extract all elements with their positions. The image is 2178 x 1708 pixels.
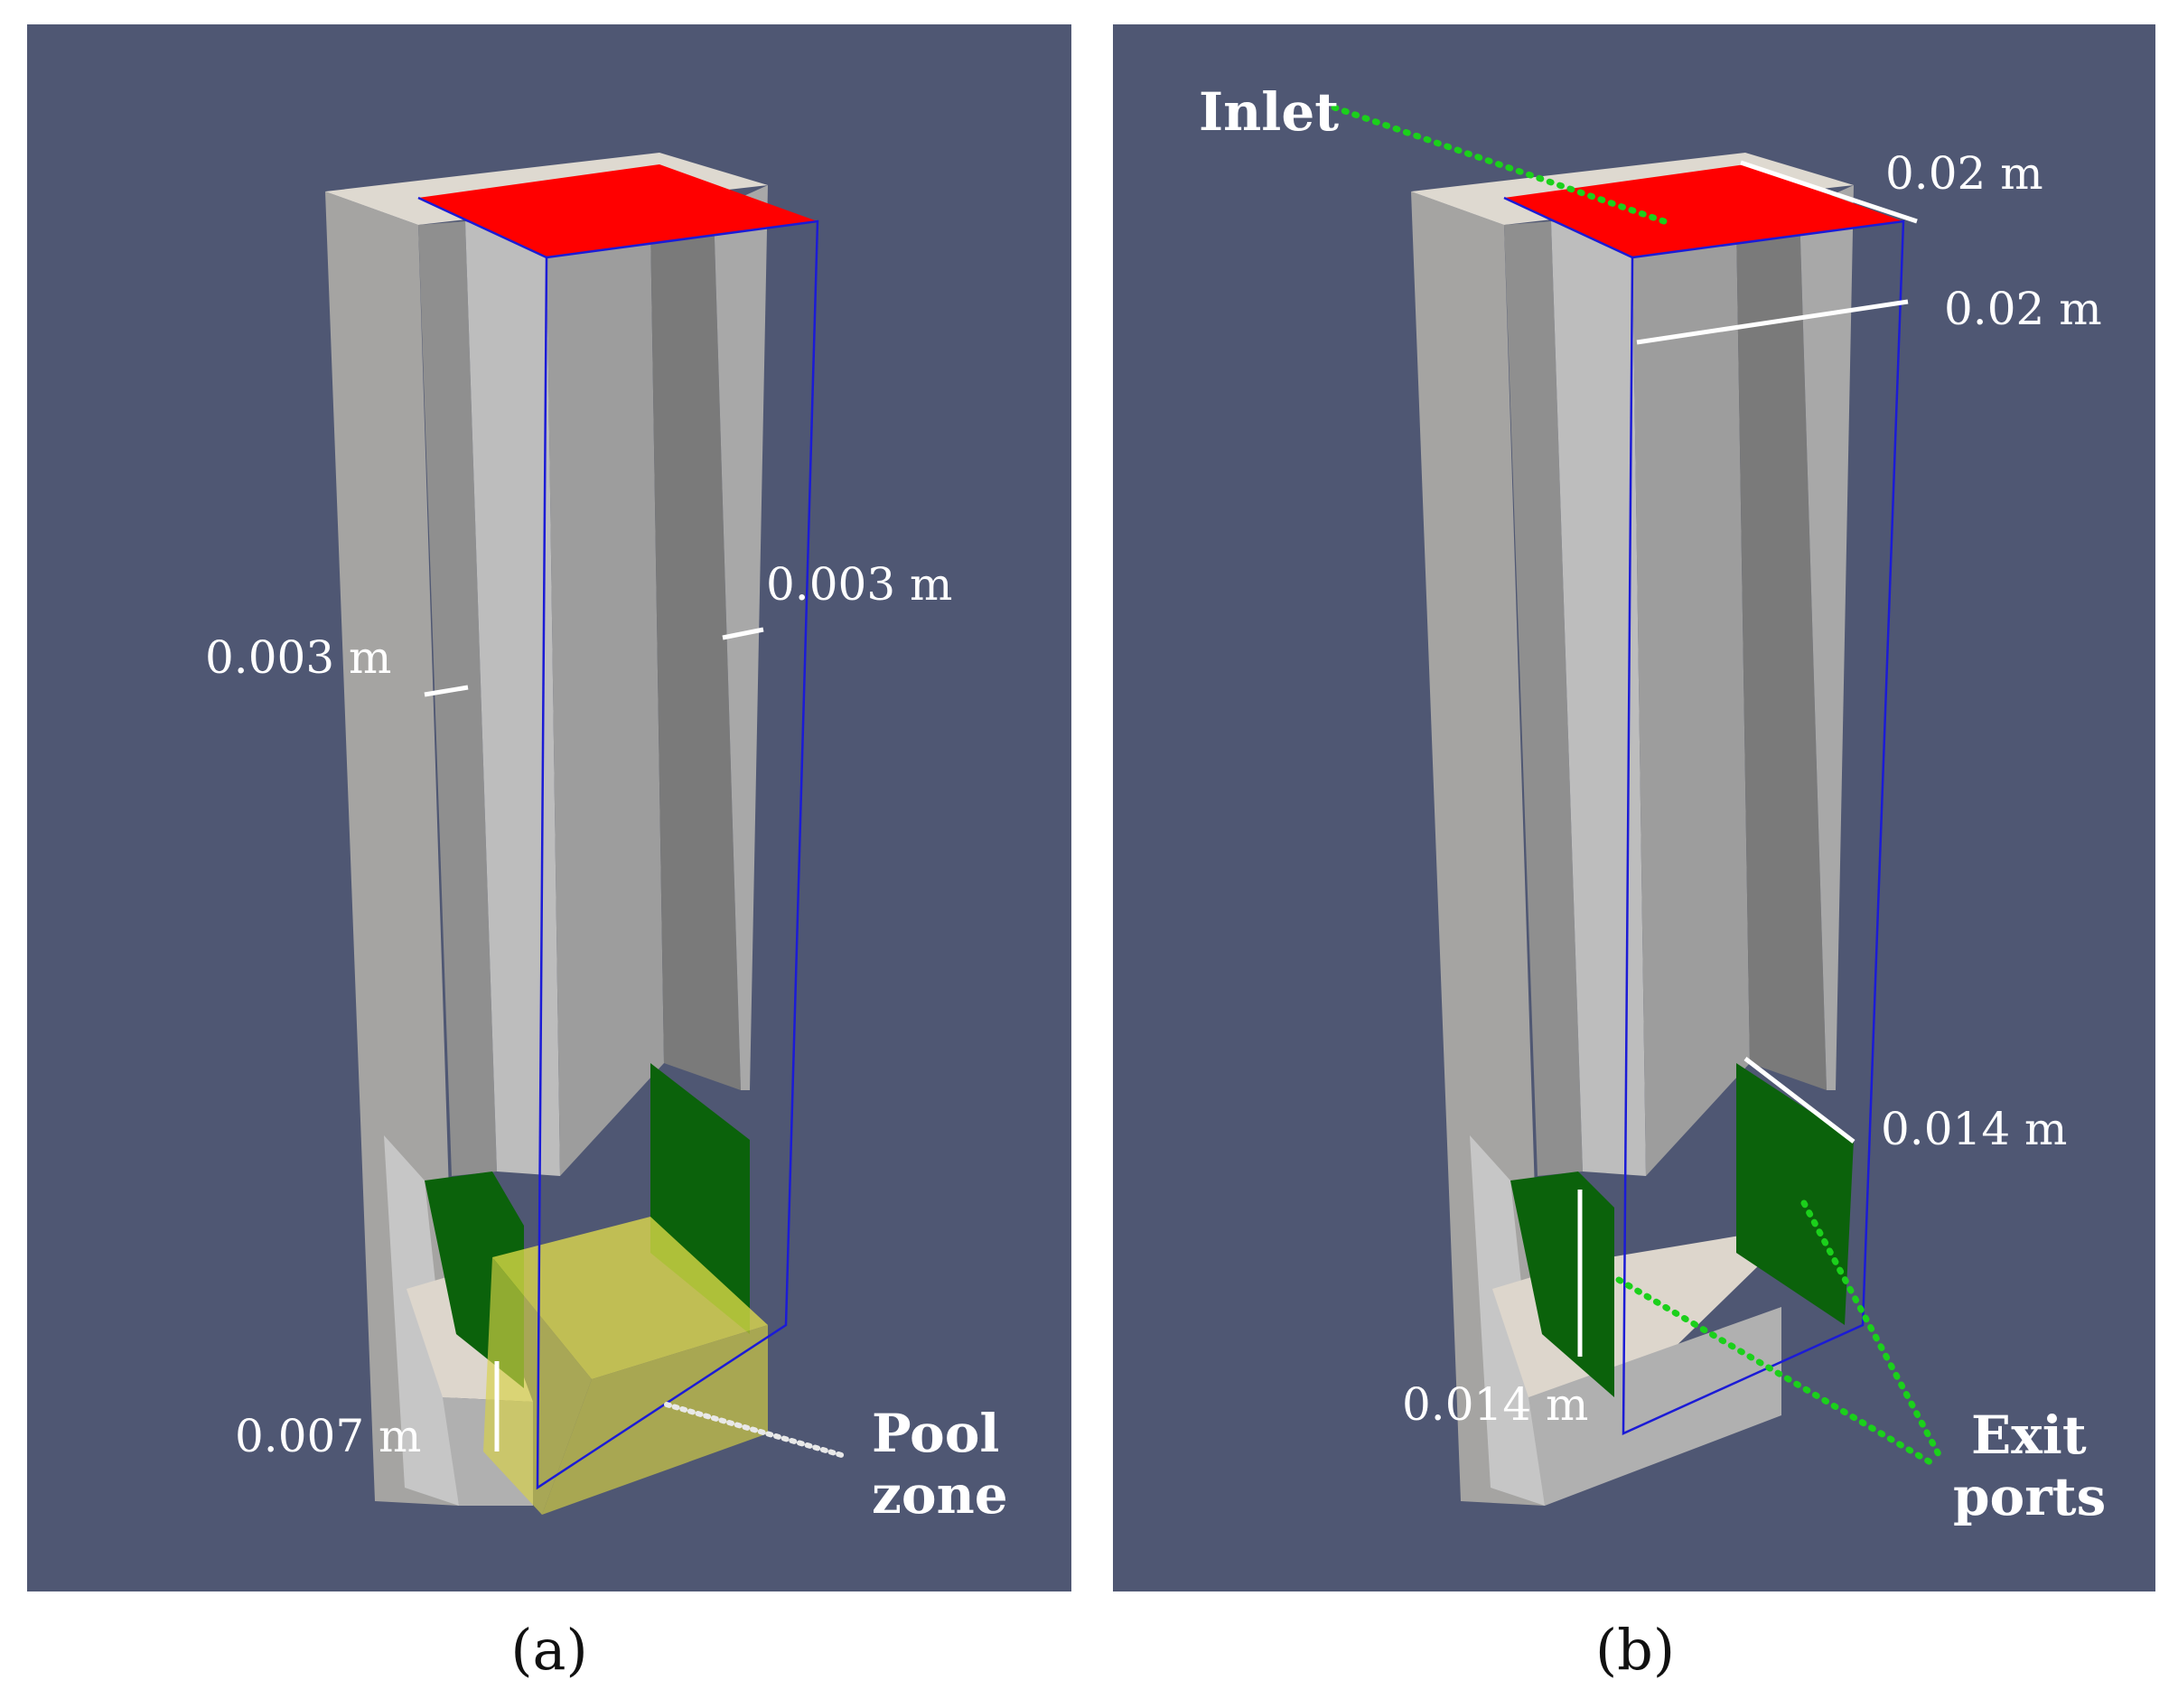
geometry-render-b: Inlet 0.02 m 0.02 m 0.014 m 0.014 m Exit… — [1199, 81, 2106, 1527]
dim-tick-port-right — [1743, 1057, 1856, 1143]
central-channel-face — [547, 223, 664, 1176]
inlet-leader — [1331, 104, 1668, 225]
domain-outline — [536, 219, 819, 1490]
inner-wall-left — [1504, 221, 1583, 1176]
right-wall-face — [714, 185, 768, 1090]
domain-outline-edge — [417, 196, 547, 259]
inlet-label: Inlet — [1199, 81, 1339, 143]
back-wall-dark — [1736, 210, 1827, 1090]
outer-wall-left-face — [325, 191, 459, 1506]
domain-outline-edge — [1503, 196, 1633, 259]
dim-tick-inlet-depth — [1636, 299, 1909, 345]
exit-port-right — [1736, 1063, 1854, 1325]
pool-zone-side — [542, 1325, 768, 1515]
exit-leader-right — [1800, 1199, 1943, 1460]
panel-a: 0.003 m 0.003 m 0.007 m Pool zone — [27, 24, 1071, 1591]
exit-leader-left — [1615, 1276, 1939, 1469]
back-wall-dark — [650, 210, 741, 1090]
pool-zone-label-line1: Pool — [872, 1403, 999, 1464]
exit-ports-label-line2: ports — [1953, 1466, 2106, 1527]
inner-wall-mid — [1551, 221, 1646, 1176]
dim-tick-left — [424, 685, 469, 697]
outer-wall-left-face — [1411, 191, 1545, 1506]
panel-b: Inlet 0.02 m 0.02 m 0.014 m 0.014 m Exit… — [1113, 24, 2155, 1591]
central-channel-face — [1632, 223, 1750, 1176]
dim-label-port-right: 0.014 m — [1881, 1103, 2067, 1155]
exit-ports-label-line1: Exit — [1971, 1405, 2087, 1466]
right-wall-face — [1799, 185, 1854, 1090]
pool-zone-top — [492, 1217, 768, 1379]
geometry-render-a: 0.003 m 0.003 m 0.007 m Pool zone — [205, 153, 1008, 1526]
dim-label-inlet-depth: 0.02 m — [1944, 283, 2102, 335]
dim-label-right: 0.003 m — [766, 558, 952, 611]
dim-tick-right — [722, 627, 764, 640]
exit-port-left — [1510, 1171, 1614, 1397]
pool-zone-leader — [664, 1402, 847, 1459]
pool-zone-label-line2: zone — [872, 1464, 1008, 1526]
lower-step-front — [1528, 1307, 1781, 1506]
dim-label-bottom: 0.007 m — [235, 1410, 421, 1462]
caption-a: (a) — [510, 1617, 588, 1683]
dim-label-port-left: 0.014 m — [1402, 1378, 1588, 1431]
caption-b: (b) — [1594, 1617, 1676, 1683]
dim-tick-inlet-width — [1740, 160, 1918, 224]
inner-wall-mid — [465, 221, 560, 1176]
domain-outline — [1622, 219, 1905, 1435]
inner-wall-left — [418, 221, 497, 1176]
dim-label-left: 0.003 m — [205, 631, 391, 684]
dim-label-inlet-width: 0.02 m — [1885, 147, 2043, 200]
